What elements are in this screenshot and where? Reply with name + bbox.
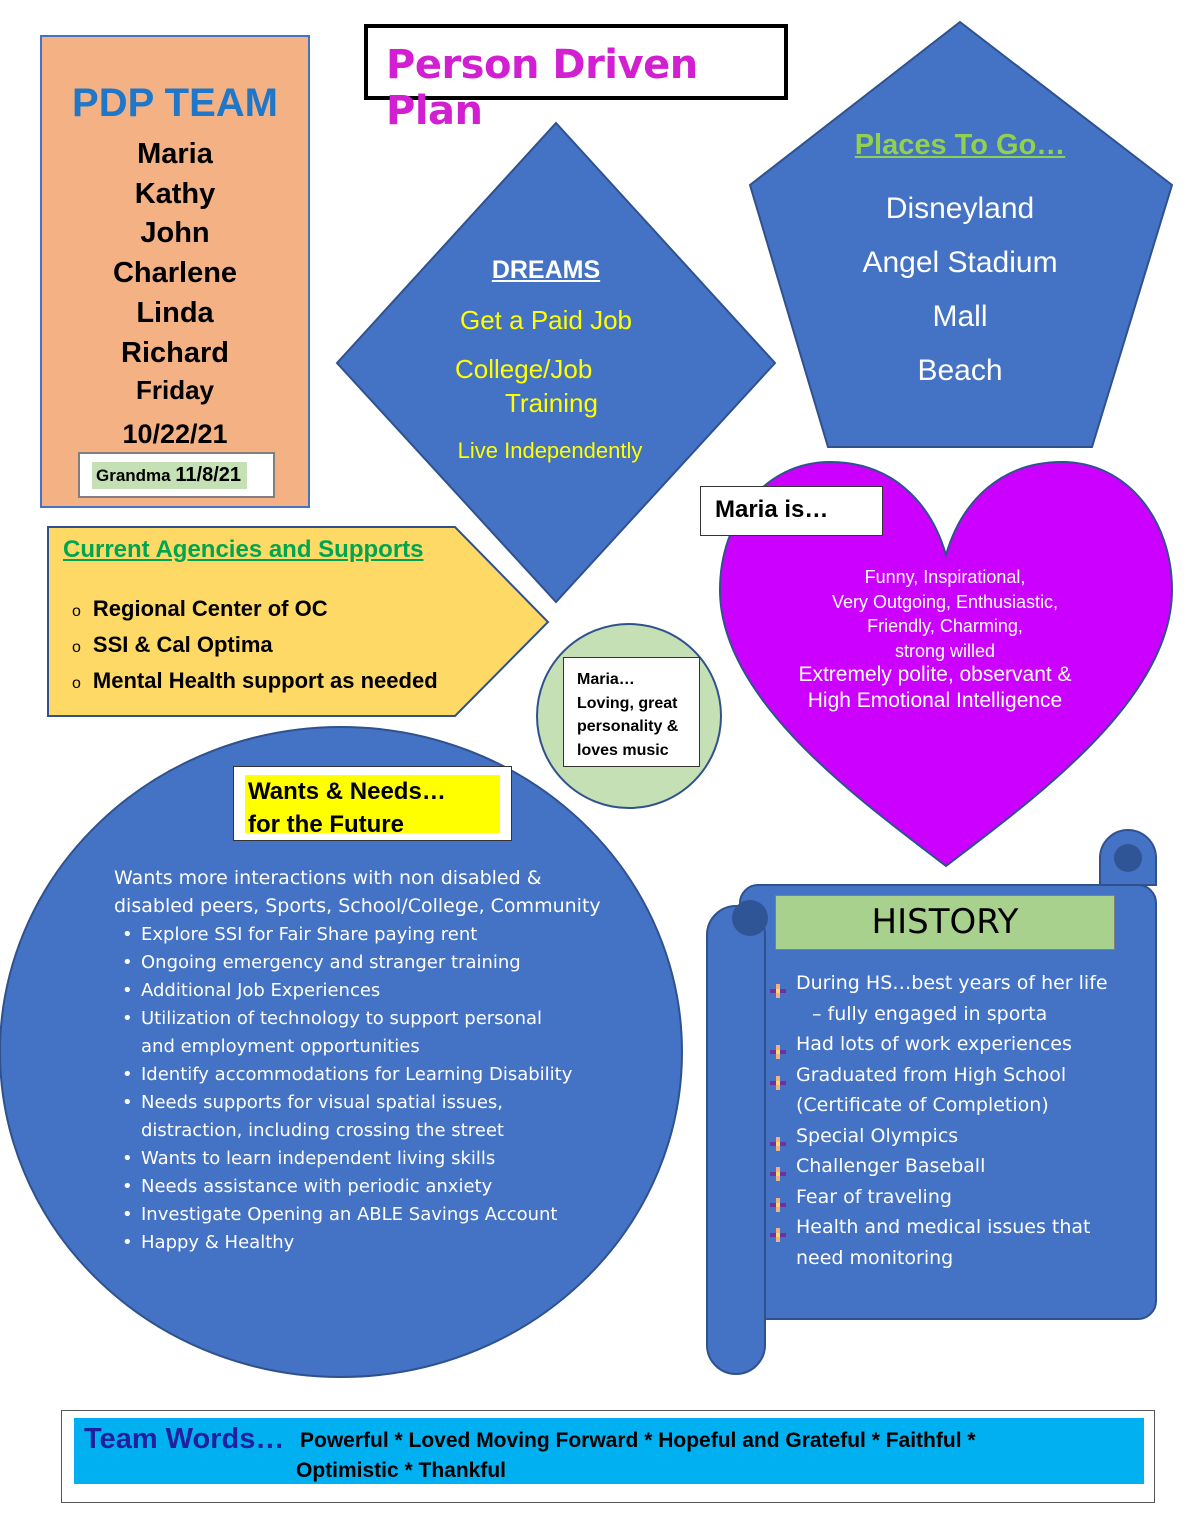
history-item: Fear of traveling xyxy=(768,1182,1148,1213)
team-date: 10/22/21 xyxy=(122,419,228,449)
maria-is-traits: Funny, Inspirational, Very Outgoing, Ent… xyxy=(831,567,1059,661)
history-item: Special Olympics xyxy=(768,1121,1148,1152)
place-item: Mall xyxy=(932,300,988,333)
team-day: Friday xyxy=(135,375,215,405)
grandma-label: Grandma 11/8/21 xyxy=(92,462,247,489)
agencies-heading: Current Agencies and Supports xyxy=(63,536,424,563)
maria-is-label: Maria is… xyxy=(700,486,883,536)
grandma-date: 11/8/21 xyxy=(175,464,241,486)
wants-bullet-item: •Additional Job Experiences xyxy=(122,977,592,1005)
team-member: Linda xyxy=(136,296,214,329)
bullet-icon: • xyxy=(122,924,133,945)
bullet-icon: • xyxy=(122,1092,133,1113)
wants-bullet-item: •Ongoing emergency and stranger training xyxy=(122,949,592,977)
wants-bullet-item: •Utilization of technology to support pe… xyxy=(122,1005,592,1061)
team-member: Charlene xyxy=(112,257,238,290)
title-box: Person Driven Plan xyxy=(364,24,788,134)
bullet-icon: • xyxy=(122,1204,133,1225)
dream-item: Training xyxy=(505,388,598,418)
team-heading: PDP TEAM xyxy=(72,81,278,125)
wants-bullet-item: •Explore SSI for Fair Share paying rent xyxy=(122,921,592,949)
team-member: Maria xyxy=(137,138,213,170)
team-words-band xyxy=(74,1418,1144,1484)
places-pentagon xyxy=(748,20,1174,448)
dream-item: Get a Paid Job xyxy=(460,305,632,335)
history-item: Had lots of work experiences xyxy=(768,1029,1148,1060)
wants-bullet-item: •Happy & Healthy xyxy=(122,1229,592,1257)
bullet-icon: • xyxy=(122,1148,133,1169)
team-members: Maria Kathy John Charlene Linda Richard xyxy=(42,135,308,373)
wants-label: Wants & Needs… for the Future xyxy=(245,775,500,838)
team-words-line2: Optimistic * Thankful xyxy=(296,1459,507,1482)
bullet-icon: • xyxy=(122,952,133,973)
plus-bullet-icon xyxy=(770,1160,786,1181)
bullet-icon: • xyxy=(122,1008,133,1029)
dreams-diamond xyxy=(335,121,777,604)
wants-bullet-list: •Explore SSI for Fair Share paying rent•… xyxy=(122,921,592,1257)
wants-bullet-item: •Wants to learn independent living skill… xyxy=(122,1145,592,1173)
history-list: During HS…best years of her life– fully … xyxy=(768,968,1148,1273)
plus-bullet-icon xyxy=(770,1069,786,1090)
place-item: Angel Stadium xyxy=(862,246,1058,279)
plus-bullet-icon xyxy=(770,1130,786,1151)
team-words-label: Team Words… xyxy=(84,1423,285,1455)
place-item: Beach xyxy=(917,354,1003,387)
wants-label-box: Wants & Needs… for the Future xyxy=(233,766,512,841)
bullet-icon: • xyxy=(122,1064,133,1085)
places-heading: Places To Go… xyxy=(854,129,1066,161)
grandma-box: Grandma 11/8/21 xyxy=(78,452,275,498)
team-words-box: Team Words… Powerful * Loved Moving Forw… xyxy=(61,1410,1155,1503)
plus-bullet-icon xyxy=(770,1038,786,1059)
place-item: Disneyland xyxy=(885,192,1035,225)
team-words-line1: Powerful * Loved Moving Forward * Hopefu… xyxy=(300,1429,976,1452)
history-item: Challenger Baseball xyxy=(768,1151,1148,1182)
bullet-icon: • xyxy=(122,1232,133,1253)
agencies-arrow xyxy=(47,526,550,717)
history-heading: HISTORY xyxy=(775,895,1115,950)
wants-bullet-item: •Needs assistance with periodic anxiety xyxy=(122,1173,592,1201)
page-title: Person Driven Plan xyxy=(386,42,698,134)
history-item: During HS…best years of her life– fully … xyxy=(768,968,1148,1029)
team-member: John xyxy=(140,217,210,250)
maria-circle-box: Maria… Loving, great personality & loves… xyxy=(563,657,700,767)
bullet-icon: • xyxy=(122,980,133,1001)
bullet-icon: • xyxy=(122,1176,133,1197)
dream-item: Live Independently xyxy=(457,438,643,463)
plus-bullet-icon xyxy=(770,1191,786,1212)
team-panel: PDP TEAM Maria Kathy John Charlene Linda… xyxy=(40,35,310,508)
dreams-heading: DREAMS xyxy=(491,256,601,284)
wants-intro: Wants more interactions with non disable… xyxy=(114,867,601,917)
plus-bullet-icon xyxy=(770,1221,786,1242)
team-member: Kathy xyxy=(134,177,216,210)
wants-bullet-item: •Investigate Opening an ABLE Savings Acc… xyxy=(122,1201,592,1229)
dream-item: College/Job xyxy=(455,354,593,384)
wants-bullet-item: •Identify accommodations for Learning Di… xyxy=(122,1061,592,1089)
wants-bullet-item: •Needs supports for visual spatial issue… xyxy=(122,1089,592,1145)
history-item: Graduated from High School(Certificate o… xyxy=(768,1060,1148,1121)
team-member: Richard xyxy=(121,336,229,369)
heart-shape xyxy=(718,460,1174,868)
plus-bullet-icon xyxy=(770,977,786,998)
history-scroll xyxy=(706,829,1157,1375)
wants-circle xyxy=(0,726,683,1378)
places-list: Disneyland Angel Stadium Mall Beach xyxy=(800,182,1120,398)
maria-is-traits-2: Extremely polite, observant & High Emoti… xyxy=(798,663,1072,712)
